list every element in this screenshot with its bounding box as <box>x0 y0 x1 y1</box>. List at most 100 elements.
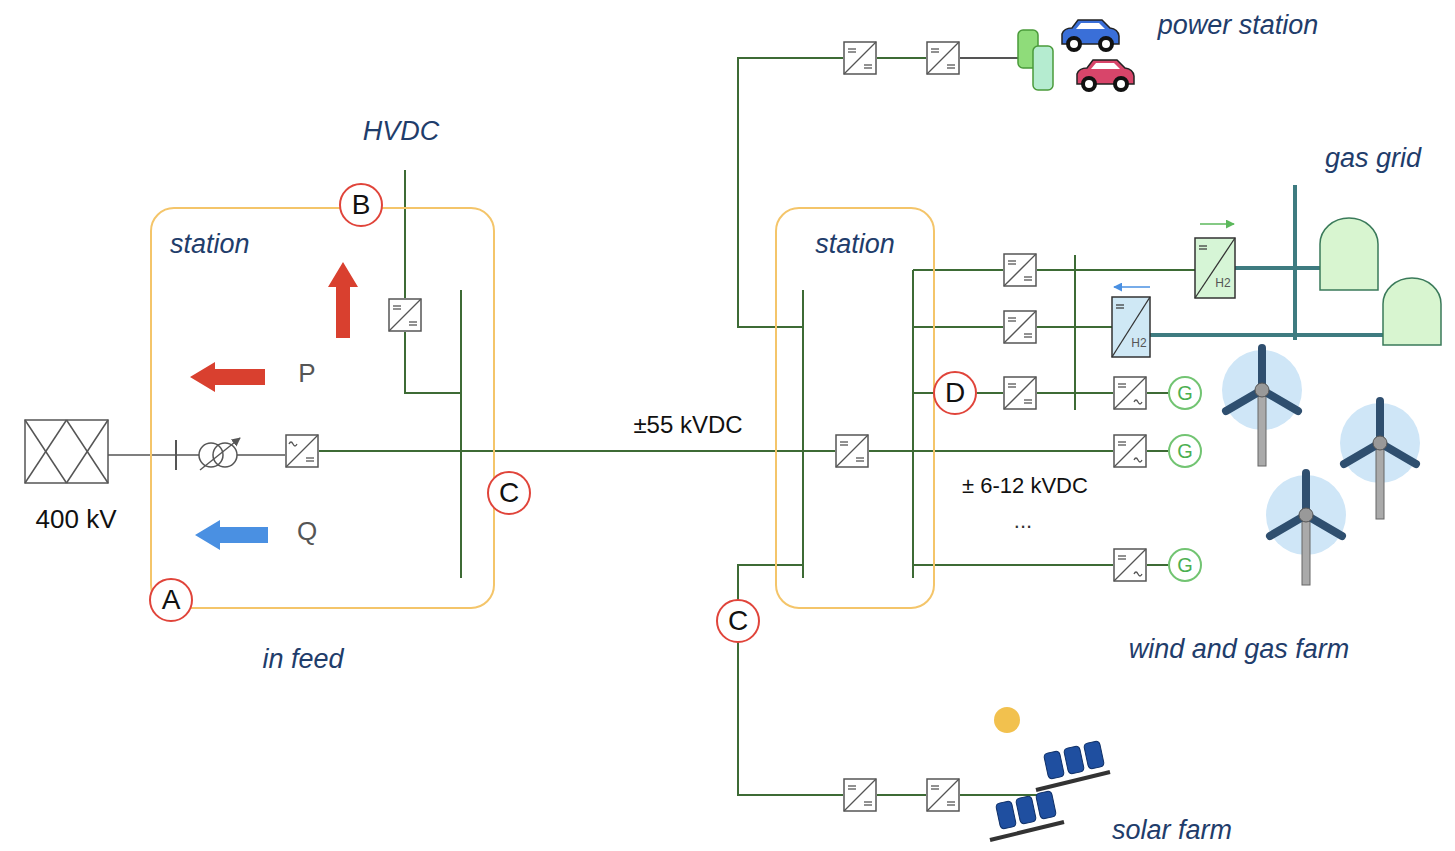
electrolyzer-symbol <box>1116 307 1124 308</box>
station-label: station <box>777 231 933 258</box>
solar-panel <box>1063 746 1084 775</box>
gas-pipe <box>1150 333 1385 337</box>
dc-wire <box>913 326 1003 328</box>
callout-text: D <box>945 379 965 407</box>
gas-pipe <box>1293 185 1297 340</box>
car-icon <box>1068 38 1080 50</box>
solar-panel <box>1035 791 1056 820</box>
generator-symbol: G <box>1168 376 1202 410</box>
generator-symbol: G <box>1168 548 1202 582</box>
power-arrow <box>328 262 358 338</box>
generator-symbol: G <box>1168 434 1202 468</box>
station-label: station <box>170 231 493 258</box>
electrolyzer-symbol <box>1199 245 1207 246</box>
converter-symbol <box>1114 377 1146 409</box>
ac-wire <box>108 454 199 456</box>
callout-text: B <box>352 191 371 219</box>
wind-turbine <box>1373 436 1387 450</box>
grid-symbol <box>25 420 67 483</box>
grid-symbol <box>67 420 109 483</box>
converter-symbol <box>286 435 318 467</box>
grid-symbol <box>25 420 108 483</box>
car-icon <box>1100 38 1112 50</box>
symbol-label: H2 <box>1215 277 1230 289</box>
callout-letter: C <box>716 599 760 643</box>
dc-wire <box>1147 450 1168 452</box>
dc-wire <box>1147 392 1168 394</box>
callout-letter: C <box>487 471 531 515</box>
electrolyzer-symbol <box>1112 238 1235 357</box>
dc-wire <box>1074 255 1076 410</box>
dc-wire <box>1037 269 1195 271</box>
gas-tank <box>1320 218 1441 345</box>
dc-wire <box>913 564 1113 566</box>
sun-icon <box>994 707 1020 733</box>
reactive-arrow <box>195 520 268 550</box>
dc-wire <box>913 392 933 394</box>
dc-wire <box>1147 564 1168 566</box>
symbol-label: H2 <box>1131 337 1146 349</box>
place-label: solar farm <box>1112 817 1232 844</box>
ac-wire <box>237 454 285 456</box>
converter-symbol <box>1114 549 1146 581</box>
converter-symbol <box>844 779 876 811</box>
ellipsis-label: ... <box>1014 510 1032 532</box>
generator-letter: G <box>1177 383 1193 403</box>
dc-wire <box>912 270 914 578</box>
dc-wire <box>913 269 1003 271</box>
electrolyzer-symbol <box>1199 248 1207 249</box>
converter-symbol <box>1114 435 1146 467</box>
flow-arrow <box>1200 223 1234 225</box>
dc-wire <box>977 392 1003 394</box>
reactive-arrow <box>195 520 268 550</box>
voltage-label: ± 6-12 kVDC <box>962 475 1088 497</box>
dc-wire <box>775 450 835 452</box>
place-label: gas grid <box>1325 145 1421 172</box>
quantity-label: P <box>298 360 315 386</box>
flow-arrow <box>1114 286 1150 288</box>
electrolyzer-symbol <box>1112 297 1150 357</box>
generator-letter: G <box>1177 555 1193 575</box>
car-icon <box>1076 23 1105 29</box>
solar-panel <box>990 741 1110 840</box>
converter-symbol <box>286 42 1146 811</box>
power-arrow <box>190 362 265 392</box>
station-box: station <box>150 207 495 609</box>
wind-turbine <box>1299 508 1313 522</box>
charging-pole <box>1018 30 1053 90</box>
electrolyzer-symbol <box>1195 238 1235 298</box>
callout-text: C <box>728 607 748 635</box>
dc-wire <box>404 170 406 298</box>
station-box: station <box>775 207 935 609</box>
place-label: wind and gas farm <box>1129 636 1350 663</box>
dc-wire <box>877 794 926 796</box>
converter-symbol <box>927 779 959 811</box>
gas-tank <box>1320 218 1378 290</box>
dc-wire <box>802 290 804 578</box>
wind-turbine <box>1255 383 1269 397</box>
solar-panel <box>1083 741 1104 770</box>
transformer-symbol <box>200 438 240 470</box>
callout-letter: A <box>149 578 193 622</box>
callout-letter: B <box>339 183 383 227</box>
dc-wire <box>319 450 495 452</box>
solar-panel <box>995 801 1016 830</box>
wind-turbine <box>1302 515 1310 585</box>
charger-cable <box>960 57 1020 59</box>
car-icon <box>1083 78 1095 90</box>
converter-symbol <box>1004 254 1036 286</box>
charger-cable <box>960 58 1020 59</box>
grid-symbol <box>25 420 67 483</box>
car-icon <box>1091 63 1120 69</box>
converter-symbol <box>927 42 959 74</box>
gas-pipe <box>1150 185 1385 340</box>
voltage-label: ±55 kVDC <box>630 412 745 438</box>
converter-symbol <box>836 435 868 467</box>
dc-link <box>495 450 775 452</box>
grid-symbol <box>25 420 108 483</box>
grid-symbol <box>67 420 109 483</box>
wind-turbine <box>1376 443 1384 519</box>
power-arrow <box>190 262 358 392</box>
car-icon <box>1062 20 1134 90</box>
dc-wire <box>960 794 1040 796</box>
